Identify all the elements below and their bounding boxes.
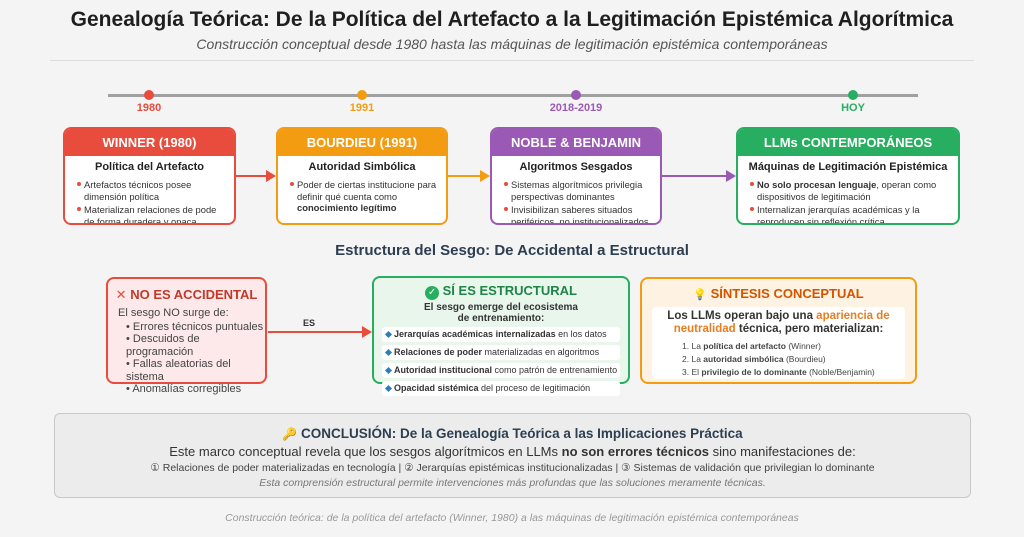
box-estructural: ✓ SÍ ES ESTRUCTURAL El sesgo emerge del … — [372, 276, 630, 396]
arrow-bourdieu-noble — [448, 170, 490, 182]
sintesis-panel: Los LLMs operan bajo una apariencia de n… — [652, 307, 905, 379]
card-llms-item: No solo procesan lenguaje, operan como d… — [750, 179, 950, 202]
card-bourdieu-sub: Autoridad Simbólica — [308, 161, 416, 173]
card-noble-item: Invisibilizan saberes situados periféric… — [504, 204, 652, 223]
footer-caption: Construcción teórica: de la política del… — [225, 512, 799, 524]
sintesis-list: 1. La política del artefacto (Winner) 2.… — [682, 340, 905, 379]
card-noble-head: NOBLE & BENJAMIN — [492, 129, 660, 156]
card-noble-item: Sistemas algorítmicos privilegia perspec… — [504, 179, 652, 202]
card-llms-item: Internalizan jerarquías académicas y la … — [750, 204, 950, 223]
timeline-dot-1980 — [144, 90, 154, 100]
box-no-accidental: ✕ NO ES ACCIDENTAL El sesgo NO surge de:… — [106, 277, 267, 395]
arrow-noble-llms — [662, 170, 736, 182]
arrow-es — [268, 326, 372, 338]
card-winner-item: Materializan relaciones de pode de forma… — [77, 204, 226, 223]
conclusion-title: 🔑 CONCLUSIÓN: De la Genealogía Teórica a… — [282, 426, 743, 441]
conclusion-line: Este marco conceptual revela que los ses… — [169, 444, 856, 459]
timeline-label-1980: 1980 — [136, 102, 162, 114]
timeline-label-2018: 2018-2019 — [549, 102, 603, 114]
card-winner: WINNER (1980) Política del Artefacto Art… — [63, 127, 236, 225]
lightbulb-icon: 💡 — [693, 289, 707, 301]
box-estructural-title: ✓ SÍ ES ESTRUCTURAL — [374, 283, 628, 300]
list-item: • Anomalías corregibles — [126, 383, 242, 395]
list-item: Opacidad sistémica del proceso de legiti… — [382, 381, 620, 396]
card-winner-head: WINNER (1980) — [65, 129, 234, 156]
accidental-intro: El sesgo NO surge de: — [118, 307, 229, 319]
check-icon: ✓ — [425, 286, 440, 300]
card-bourdieu-head: BOURDIEU (1991) — [278, 129, 446, 156]
list-item: 3. El privilegio de lo dominante (Noble/… — [682, 367, 875, 377]
box-sintesis: 💡 SÍNTESIS CONCEPTUAL Los LLMs operan ba… — [640, 277, 917, 384]
section-title: Estructura del Sesgo: De Accidental a Es… — [335, 242, 689, 259]
box-sintesis-title: 💡 SÍNTESIS CONCEPTUAL — [693, 286, 864, 301]
conclusion-note: Esta comprensión estructural permite int… — [259, 477, 766, 489]
timeline-dot-2018 — [571, 90, 581, 100]
card-winner-sub: Política del Artefacto — [94, 161, 204, 173]
list-item: Autoridad institucional como patrón de e… — [382, 363, 620, 378]
list-item: • Fallas aleatorias del sistema — [126, 358, 231, 383]
key-icon: 🔑 — [282, 427, 298, 441]
timeline-dot-1991 — [357, 90, 367, 100]
arrow-es-label: ES — [303, 318, 316, 328]
list-item: 1. La política del artefacto (Winner) — [682, 341, 821, 351]
list-item: 2. La autoridad simbólica (Bourdieu) — [682, 354, 826, 364]
list-item: • Errores técnicos puntuales — [126, 320, 264, 333]
page-subtitle: Construcción conceptual desde 1980 hasta… — [196, 36, 828, 52]
card-bourdieu-item: Poder de ciertas institucione para defin… — [290, 179, 438, 214]
card-llms: LLMs CONTEMPORÁNEOS Máquinas de Legitima… — [736, 127, 960, 225]
card-noble-benjamin: NOBLE & BENJAMIN Algoritmos Sesgados Sis… — [490, 127, 662, 225]
page-title: Genealogía Teórica: De la Política del A… — [70, 8, 954, 31]
card-noble-sub: Algoritmos Sesgados — [519, 161, 633, 173]
accidental-list: El sesgo NO surge de: • Errores técnicos… — [118, 307, 265, 396]
header-divider — [50, 60, 974, 61]
card-llms-sub: Máquinas de Legitimación Epistémica — [748, 161, 948, 173]
box-no-accidental-title: ✕ NO ES ACCIDENTAL — [115, 287, 258, 302]
card-winner-item: Artefactos técnicos posee dimensión polí… — [77, 179, 226, 202]
arrow-winner-bourdieu — [236, 170, 276, 182]
timeline-label-1991: 1991 — [349, 102, 375, 114]
card-bourdieu: BOURDIEU (1991) Autoridad Simbólica Pode… — [276, 127, 448, 225]
sintesis-text: Los LLMs operan bajo una apariencia de n… — [667, 310, 890, 335]
close-icon: ✕ — [115, 287, 127, 302]
estructural-intro: El sesgo emerge del ecosistema de entren… — [424, 302, 578, 324]
timeline-label-hoy: HOY — [841, 102, 865, 114]
timeline-dot-hoy — [848, 90, 858, 100]
conclusion-box: 🔑 CONCLUSIÓN: De la Genealogía Teórica a… — [54, 413, 971, 498]
list-item: • Descuidos de programación — [126, 333, 200, 358]
timeline-line — [108, 94, 918, 97]
list-item: Jerarquías académicas internalizadas en … — [382, 327, 620, 342]
conclusion-points: ① Relaciones de poder materializadas en … — [150, 462, 875, 474]
card-llms-head: LLMs CONTEMPORÁNEOS — [738, 129, 958, 156]
list-item: Relaciones de poder materializadas en al… — [382, 345, 620, 360]
